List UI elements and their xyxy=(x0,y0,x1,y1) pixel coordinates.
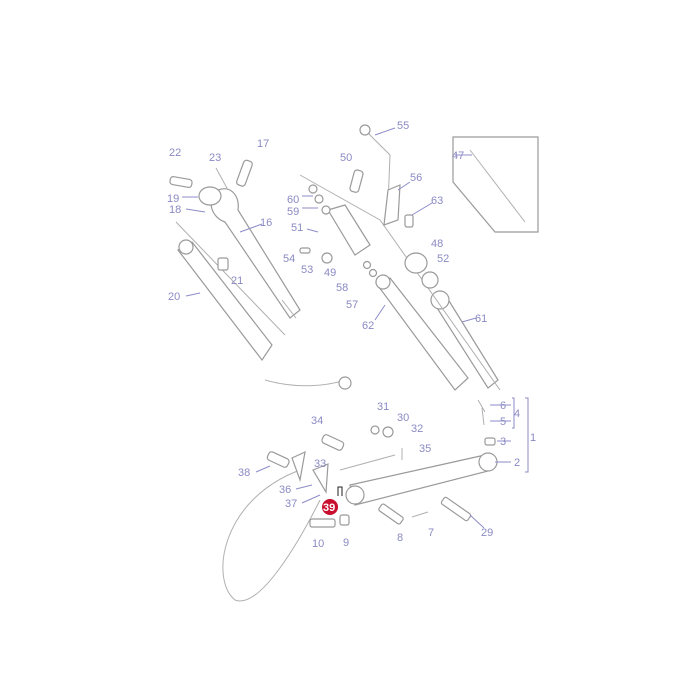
part-37-plate[interactable] xyxy=(312,463,329,494)
part-30-31-nuts[interactable] xyxy=(370,425,394,438)
label-37[interactable]: 37 xyxy=(285,498,297,510)
label-63[interactable]: 63 xyxy=(431,195,443,207)
label-10[interactable]: 10 xyxy=(312,538,324,550)
inset-box-47 xyxy=(452,136,539,233)
label-58[interactable]: 58 xyxy=(336,282,348,294)
part-36-plate[interactable] xyxy=(291,450,306,483)
label-59[interactable]: 59 xyxy=(287,206,299,218)
label-49[interactable]: 49 xyxy=(324,267,336,279)
label-29[interactable]: 29 xyxy=(481,527,493,539)
label-22[interactable]: 22 xyxy=(169,147,181,159)
part-62-lift-rod[interactable] xyxy=(375,274,469,391)
label-38[interactable]: 38 xyxy=(238,467,250,479)
label-7[interactable]: 7 xyxy=(428,527,434,539)
part-2-lower-link[interactable] xyxy=(345,452,498,506)
label-32[interactable]: 32 xyxy=(411,423,423,435)
part-50-pin[interactable] xyxy=(349,169,364,193)
label-54[interactable]: 54 xyxy=(283,253,295,265)
label-35[interactable]: 35 xyxy=(419,443,431,455)
part-20-lift-rod[interactable] xyxy=(177,239,273,362)
part-9-nut[interactable] xyxy=(339,514,350,526)
label-18[interactable]: 18 xyxy=(169,204,181,216)
part-23-clip[interactable] xyxy=(215,167,229,191)
part-labels: 55 47 22 23 17 50 56 60 59 63 19 18 16 5… xyxy=(167,120,536,550)
label-30[interactable]: 30 xyxy=(397,412,409,424)
label-16[interactable]: 16 xyxy=(260,217,272,229)
part-38-pin[interactable] xyxy=(266,451,290,468)
label-47[interactable]: 47 xyxy=(452,150,464,162)
part-48-cap[interactable] xyxy=(404,252,428,274)
part-10-bolt[interactable] xyxy=(309,518,336,528)
leader-lines xyxy=(182,127,529,529)
label-57[interactable]: 57 xyxy=(346,299,358,311)
part-61-tube[interactable] xyxy=(430,290,499,389)
label-2[interactable]: 2 xyxy=(514,457,520,469)
guide-line xyxy=(299,174,501,391)
part-49-bracket[interactable] xyxy=(327,204,371,256)
part-22-pin[interactable] xyxy=(169,176,193,188)
part-34-pin[interactable] xyxy=(321,434,345,451)
label-6[interactable]: 6 xyxy=(500,400,506,412)
part-8-pin[interactable] xyxy=(378,503,404,525)
label-5[interactable]: 5 xyxy=(500,416,506,428)
label-56[interactable]: 56 xyxy=(410,172,422,184)
label-62[interactable]: 62 xyxy=(362,320,374,332)
label-50[interactable]: 50 xyxy=(340,152,352,164)
label-52[interactable]: 52 xyxy=(437,253,449,265)
label-48[interactable]: 48 xyxy=(431,238,443,250)
washers xyxy=(299,184,378,278)
label-8[interactable]: 8 xyxy=(397,532,403,544)
part-6-5-clip[interactable] xyxy=(477,399,486,426)
label-60[interactable]: 60 xyxy=(287,194,299,206)
highlighted-part-39[interactable]: 39 xyxy=(322,486,343,515)
label-31[interactable]: 31 xyxy=(377,401,389,413)
label-17[interactable]: 17 xyxy=(257,138,269,150)
part-19-knob[interactable] xyxy=(198,186,222,206)
label-39[interactable]: 39 xyxy=(323,502,335,514)
part-52-ball[interactable] xyxy=(421,271,439,289)
part-21-nipple[interactable] xyxy=(217,257,229,271)
part-39-pin xyxy=(337,486,343,496)
label-61[interactable]: 61 xyxy=(475,313,487,325)
guide-line xyxy=(264,379,346,387)
label-21[interactable]: 21 xyxy=(231,275,243,287)
check-chain xyxy=(222,469,321,602)
label-34[interactable]: 34 xyxy=(311,415,323,427)
label-33[interactable]: 33 xyxy=(314,458,326,470)
label-53[interactable]: 53 xyxy=(301,264,313,276)
part-33-chain[interactable] xyxy=(339,454,396,471)
part-56-grip[interactable] xyxy=(383,184,401,226)
label-51[interactable]: 51 xyxy=(291,222,303,234)
part-3-bush[interactable] xyxy=(484,437,496,446)
label-20[interactable]: 20 xyxy=(168,291,180,303)
label-36[interactable]: 36 xyxy=(279,484,291,496)
part-29-bolt[interactable] xyxy=(440,496,472,522)
label-23[interactable]: 23 xyxy=(209,152,221,164)
guide-line xyxy=(175,221,286,336)
ghost-ball-joint xyxy=(338,376,352,390)
part-55-crank-handle[interactable] xyxy=(359,124,391,206)
part-7-clip[interactable] xyxy=(411,511,429,518)
label-4[interactable]: 4 xyxy=(514,408,520,420)
highlight-marker xyxy=(322,499,338,515)
part-17-pin[interactable] xyxy=(236,159,253,187)
label-55[interactable]: 55 xyxy=(397,120,409,132)
label-9[interactable]: 9 xyxy=(343,537,349,549)
part-63-fitting[interactable] xyxy=(404,214,414,228)
label-19[interactable]: 19 xyxy=(167,193,179,205)
label-1[interactable]: 1 xyxy=(530,432,536,444)
label-3[interactable]: 3 xyxy=(500,436,506,448)
